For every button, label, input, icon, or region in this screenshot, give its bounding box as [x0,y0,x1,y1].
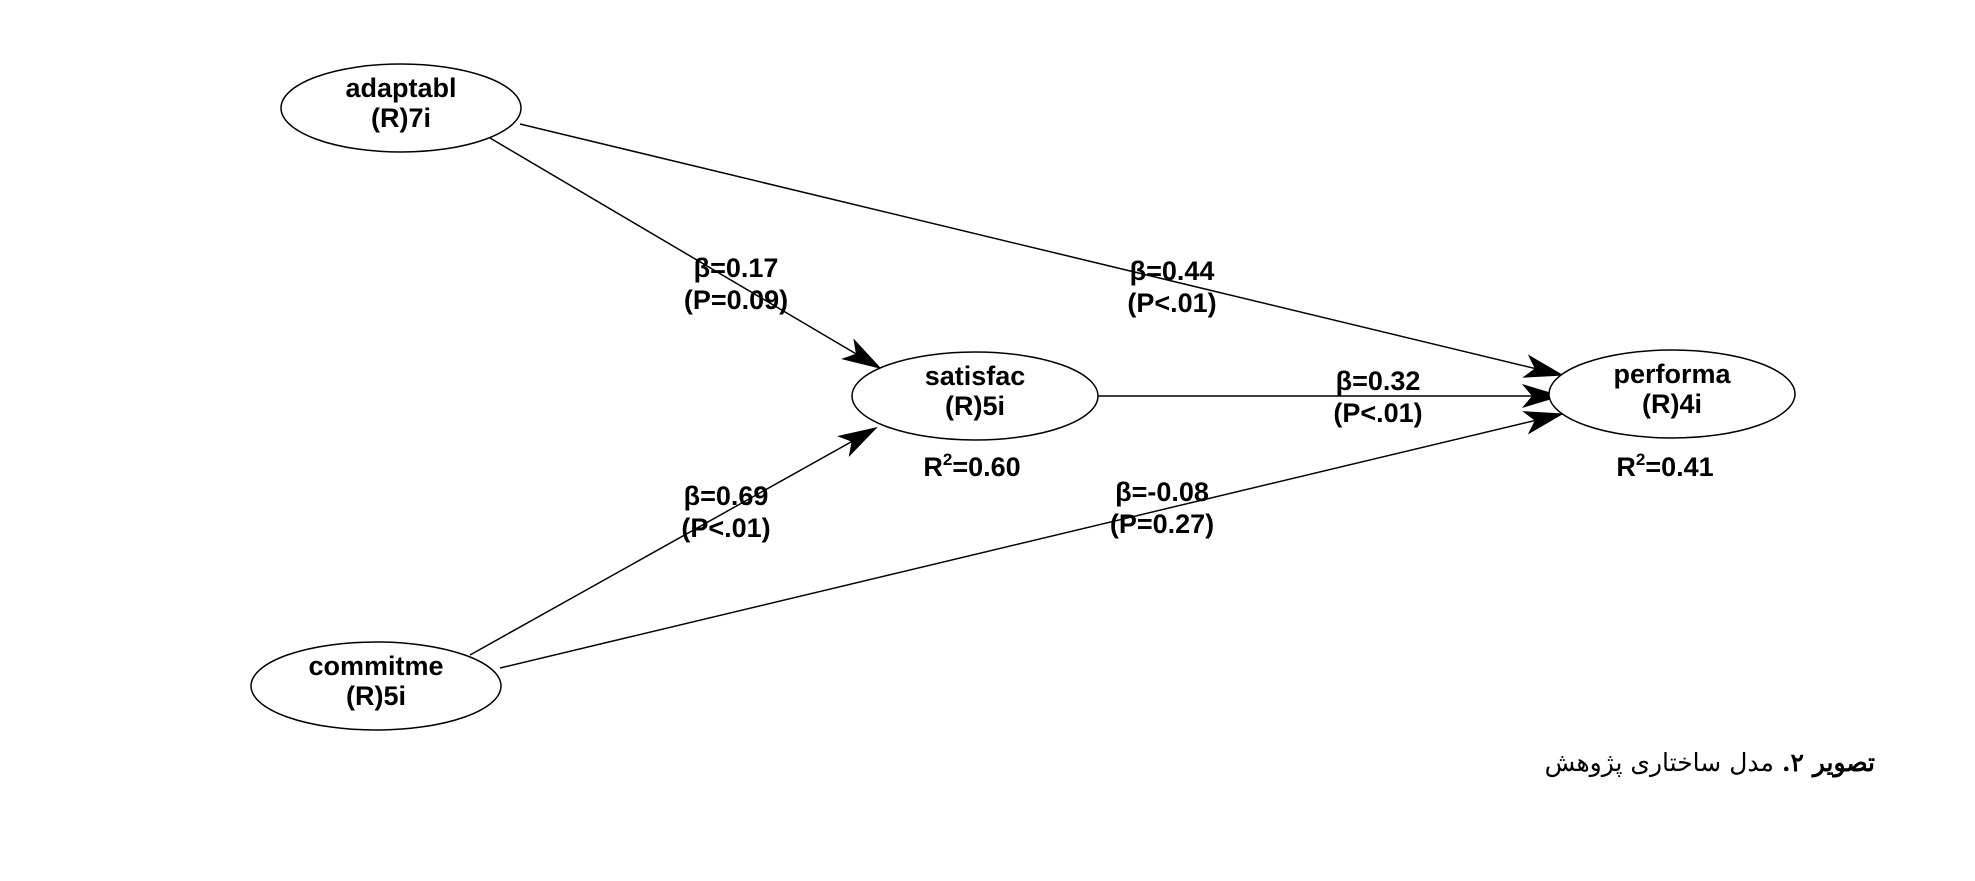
caption-text: مدل ساختاری پژوهش [1544,748,1782,777]
r2-label-performa: R2=0.41 [1616,450,1713,482]
edge-commitme-performa [499,411,1564,669]
beta-label-commitme-performa: β=-0.08 [1115,477,1209,507]
node-commitme: commitme (R)5i [250,641,502,731]
edge-labels: β=0.17 (P=0.09) β=0.44 (P<.01) β=0.32 (P… [681,253,1422,543]
node-sub-commitme: (R)5i [346,681,406,711]
node-satisfac: satisfac (R)5i R2=0.60 [851,351,1099,482]
node-ellipse-adaptabl [280,63,522,153]
r2-label-satisfac: R2=0.60 [923,450,1020,482]
edge-adaptabl-performa [519,123,1564,378]
node-name-commitme: commitme [308,651,443,681]
node-name-adaptabl: adaptabl [345,73,456,103]
beta-label-adaptabl-performa: β=0.44 [1130,256,1215,286]
node-sub-performa: (R)4i [1642,389,1702,419]
p-label-commitme-satisfac: (P<.01) [681,513,770,543]
node-ellipse-satisfac [851,351,1099,441]
node-adaptabl: adaptabl (R)7i [280,63,522,153]
node-ellipse-performa [1548,349,1796,439]
node-performa: performa (R)4i R2=0.41 [1548,349,1796,482]
beta-label-satisfac-performa: β=0.32 [1336,366,1421,396]
p-label-commitme-performa: (P=0.27) [1110,509,1214,539]
node-name-performa: performa [1613,359,1731,389]
beta-label-adaptabl-satisfac: β=0.17 [694,253,779,283]
p-label-adaptabl-performa: (P<.01) [1127,288,1216,318]
p-label-adaptabl-satisfac: (P=0.09) [684,285,788,315]
node-sub-satisfac: (R)5i [945,391,1005,421]
edges [469,123,1564,669]
node-ellipse-commitme [250,641,502,731]
edge-adaptabl-satisfac [489,137,882,370]
figure-caption: تصویر ۲. مدل ساختاری پژوهش [1545,748,1875,777]
edge-commitme-satisfac [469,427,878,656]
node-sub-adaptabl: (R)7i [371,103,431,133]
node-name-satisfac: satisfac [925,361,1026,391]
caption-label: تصویر ۲. [1781,748,1875,777]
beta-label-commitme-satisfac: β=0.69 [684,481,769,511]
p-label-satisfac-performa: (P<.01) [1333,398,1422,428]
